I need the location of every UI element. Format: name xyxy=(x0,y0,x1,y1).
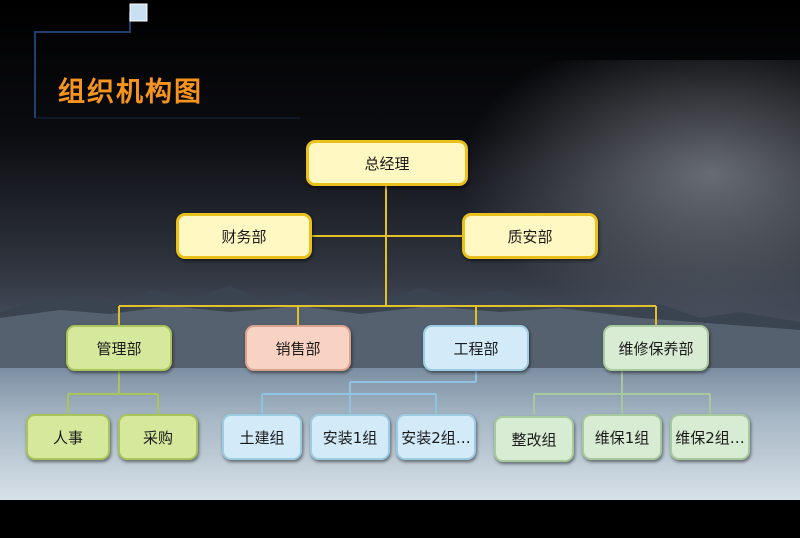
node-install-team-1: 安装1组 xyxy=(310,414,390,460)
node-engineering-label: 工程部 xyxy=(453,339,499,358)
node-maint-team-2-label: 维保2组… xyxy=(675,428,745,447)
node-purchasing: 采购 xyxy=(118,414,198,460)
node-purchasing-label: 采购 xyxy=(142,428,173,447)
page-title: 组织机构图 xyxy=(58,77,203,108)
node-finance-label: 财务部 xyxy=(221,227,267,246)
mountain-foreground xyxy=(0,306,800,380)
node-civil-team-label: 土建组 xyxy=(239,428,285,447)
node-finance: 财务部 xyxy=(176,213,312,259)
node-install-team-1-label: 安装1组 xyxy=(322,428,378,447)
node-sales: 销售部 xyxy=(245,325,351,371)
node-rectify-team: 整改组 xyxy=(494,416,574,462)
node-general-manager-label: 总经理 xyxy=(364,154,410,173)
node-general-manager: 总经理 xyxy=(306,140,468,186)
node-maintenance: 维修保养部 xyxy=(603,325,709,371)
bottom-band xyxy=(0,500,800,538)
node-hr-label: 人事 xyxy=(52,428,83,447)
node-maint-team-2: 维保2组… xyxy=(670,414,750,460)
node-management-label: 管理部 xyxy=(96,339,142,358)
node-engineering: 工程部 xyxy=(423,325,529,371)
node-civil-team: 土建组 xyxy=(222,414,302,460)
node-rectify-team-label: 整改组 xyxy=(511,430,557,449)
node-maint-team-1: 维保1组 xyxy=(582,414,662,460)
node-hr: 人事 xyxy=(26,414,110,460)
node-maint-team-1-label: 维保1组 xyxy=(594,428,650,447)
node-install-team-2-label: 安装2组… xyxy=(401,428,471,447)
node-quality-safety: 质安部 xyxy=(462,213,598,259)
node-management: 管理部 xyxy=(66,325,172,371)
node-install-team-2: 安装2组… xyxy=(396,414,476,460)
node-quality-safety-label: 质安部 xyxy=(507,227,553,246)
corner-frame xyxy=(34,12,131,118)
corner-square xyxy=(129,3,148,22)
node-maintenance-label: 维修保养部 xyxy=(618,339,694,358)
node-sales-label: 销售部 xyxy=(275,339,321,358)
